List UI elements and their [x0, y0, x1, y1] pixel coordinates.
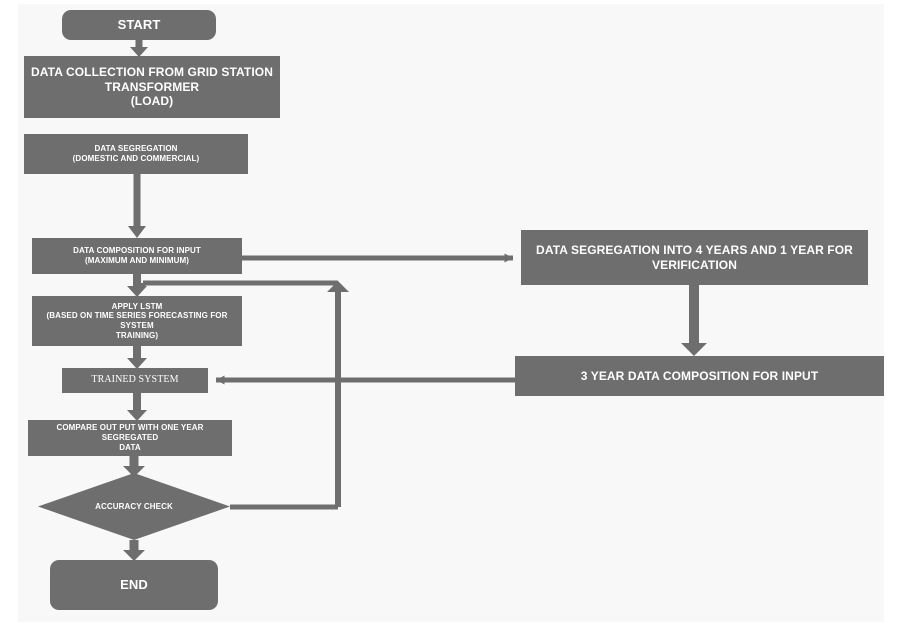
node-trained-system[interactable]: TRAINED SYSTEM: [62, 368, 208, 393]
connector-accuracy-feedback-to-lstm: [140, 280, 349, 510]
node-data-segregation-years-label: DATA SEGREGATION INTO 4 YEARS AND 1 YEAR…: [536, 242, 853, 272]
node-data-collection[interactable]: DATA COLLECTION FROM GRID STATION TRANSF…: [24, 56, 280, 118]
node-end-label: END: [120, 577, 148, 593]
connector-compare-to-accuracy: [123, 456, 145, 477]
node-apply-lstm-label: APPLY LSTM (BASED ON TIME SERIES FORECAS…: [46, 301, 228, 340]
connector-trained-to-compare: [127, 393, 147, 421]
connector-accuracy-to-end: [123, 540, 145, 561]
node-data-segregation-years[interactable]: DATA SEGREGATION INTO 4 YEARS AND 1 YEAR…: [521, 230, 868, 285]
connector-start-to-collection: [130, 40, 148, 57]
node-start-label: START: [117, 17, 161, 33]
node-compare-output[interactable]: COMPARE OUT PUT WITH ONE YEAR SEGREGATED…: [28, 420, 232, 456]
node-data-collection-label: DATA COLLECTION FROM GRID STATION TRANSF…: [31, 65, 273, 109]
node-start[interactable]: START: [62, 10, 216, 40]
node-three-year-composition-label: 3 YEAR DATA COMPOSITION FOR INPUT: [580, 368, 819, 383]
node-data-segregation[interactable]: DATA SEGREGATION (DOMESTIC AND COMMERCIA…: [24, 134, 248, 174]
node-data-composition[interactable]: DATA COMPOSITION FOR INPUT (MAXIMUM AND …: [32, 238, 242, 274]
node-end[interactable]: END: [50, 560, 218, 610]
connector-composition-to-lstm: [127, 274, 147, 297]
node-trained-system-label: TRAINED SYSTEM: [91, 374, 179, 386]
connector-years-to-three-year: [681, 285, 707, 356]
diamond-shape: [38, 473, 230, 540]
node-data-composition-label: DATA COMPOSITION FOR INPUT (MAXIMUM AND …: [73, 246, 201, 265]
node-compare-output-label: COMPARE OUT PUT WITH ONE YEAR SEGREGATED…: [56, 423, 204, 452]
connector-segregation-to-composition: [128, 174, 146, 238]
node-data-segregation-label: DATA SEGREGATION (DOMESTIC AND COMMERCIA…: [72, 144, 200, 163]
connector-lstm-to-trained: [127, 346, 147, 369]
node-apply-lstm[interactable]: APPLY LSTM (BASED ON TIME SERIES FORECAS…: [32, 296, 242, 346]
node-accuracy-check[interactable]: ACCURACY CHECK: [38, 473, 230, 540]
node-three-year-composition[interactable]: 3 YEAR DATA COMPOSITION FOR INPUT: [515, 356, 884, 396]
node-accuracy-check-label: ACCURACY CHECK: [95, 501, 173, 511]
